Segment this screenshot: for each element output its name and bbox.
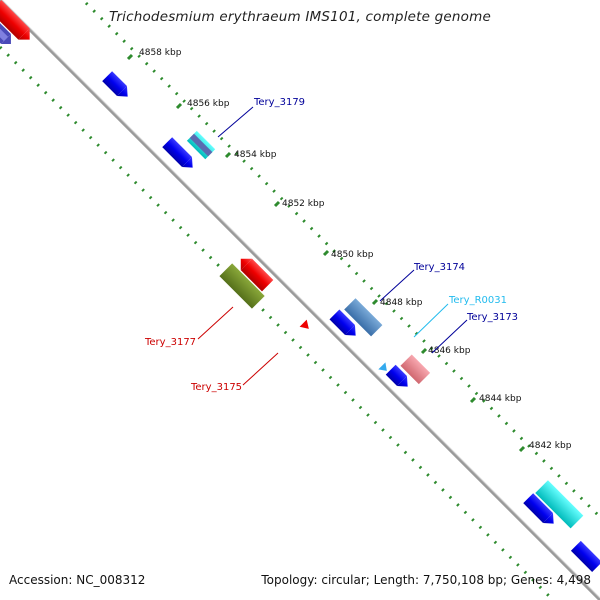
gene-feature xyxy=(0,5,11,44)
major-ticks-outer xyxy=(126,53,526,453)
map-title: Trichodesmium erythraeum IMS101, complet… xyxy=(108,9,491,25)
tick-label: 4854 kbp xyxy=(234,150,277,160)
gene-feature xyxy=(400,354,431,385)
gene-label-tery-3177: Tery_3177 xyxy=(144,337,196,348)
gene-feature xyxy=(219,263,265,309)
gene-feature xyxy=(385,364,408,387)
gene-feature xyxy=(102,71,128,97)
gene-label-tery-3179: Tery_3179 xyxy=(253,97,305,108)
gene-features xyxy=(0,0,600,573)
gene-feature xyxy=(162,137,193,168)
tick-label: 4856 kbp xyxy=(187,99,230,109)
gene-feature xyxy=(378,362,387,371)
tick-label: 4850 kbp xyxy=(331,250,374,260)
gene-label-tery-3174: Tery_3174 xyxy=(413,262,465,273)
tick-ring-inner xyxy=(0,45,555,600)
gene-label-tery-3175: Tery_3175 xyxy=(190,382,242,393)
gene-feature xyxy=(0,0,30,40)
tick-labels: 4858 kbp 4856 kbp 4854 kbp 4852 kbp 4850… xyxy=(139,48,572,451)
label-leaders xyxy=(197,106,468,386)
tick-label: 4858 kbp xyxy=(139,48,182,58)
gene-feature xyxy=(535,480,584,529)
gene-feature xyxy=(570,540,600,573)
tick-label: 4844 kbp xyxy=(479,394,522,404)
gene-feature xyxy=(299,319,309,329)
tick-label: 4842 kbp xyxy=(529,441,572,451)
tick-label: 4846 kbp xyxy=(428,346,471,356)
gene-feature xyxy=(186,130,216,160)
gene-feature xyxy=(240,258,274,292)
gene-feature xyxy=(344,298,383,337)
gene-label-tery-r0031: Tery_R0031 xyxy=(448,295,507,306)
tick-ring-outer xyxy=(84,1,600,519)
accession-text: Accession: NC_008312 xyxy=(9,573,146,587)
gene-labels: Tery_3179 Tery_3174 Tery_R0031 Tery_3173… xyxy=(144,97,518,393)
gene-label-tery-3173: Tery_3173 xyxy=(466,312,518,323)
tick-label: 4848 kbp xyxy=(380,298,423,308)
topology-text: Topology: circular; Length: 7,750,108 bp… xyxy=(261,573,591,587)
gene-feature xyxy=(329,309,356,336)
gene-feature xyxy=(523,493,554,524)
tick-label: 4852 kbp xyxy=(282,199,325,209)
